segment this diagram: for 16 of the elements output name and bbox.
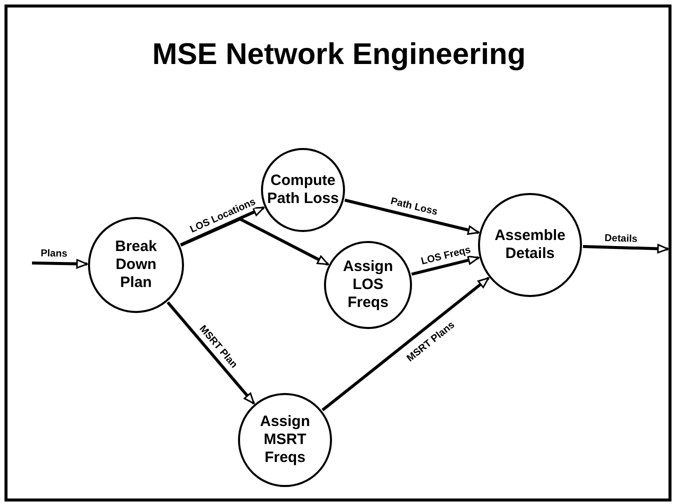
- edge-label: Details: [604, 232, 640, 245]
- arrow: [180, 217, 329, 266]
- arrow: [411, 255, 480, 276]
- process-label: Compute Path Loss: [267, 172, 339, 208]
- arrow: [344, 198, 480, 235]
- process-label: Assign LOS Freqs: [342, 258, 394, 312]
- edge-label: Path Loss: [388, 195, 440, 218]
- process-label: Assemble Details: [494, 227, 566, 263]
- process-label: Assign MSRT Freqs: [258, 413, 311, 467]
- diagram-title: MSE Network Engineering: [151, 38, 527, 72]
- process-label: Break Down Plan: [114, 238, 158, 292]
- arrow: [322, 276, 490, 412]
- arrow: [582, 244, 669, 254]
- arrow: [166, 301, 256, 404]
- arrow: [180, 206, 265, 246]
- arrow: [32, 259, 88, 269]
